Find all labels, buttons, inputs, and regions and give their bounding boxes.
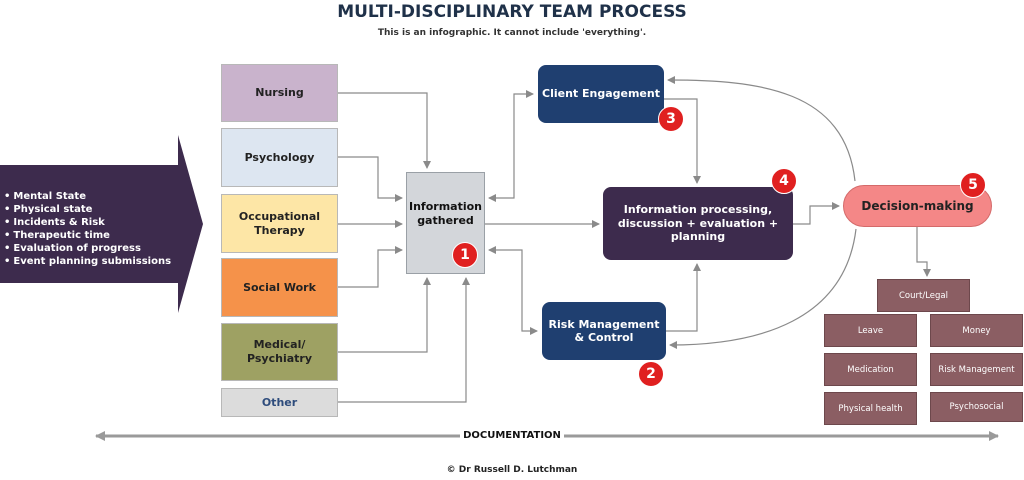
input-item: Therapeutic time xyxy=(4,229,171,242)
link-nursing xyxy=(338,92,431,169)
discipline-label: Social Work xyxy=(243,280,316,294)
discipline-label-line2: Psychiatry xyxy=(247,352,312,365)
outcome-medication: Medication xyxy=(824,353,917,386)
info-label-line1: Information xyxy=(409,199,482,213)
discipline-other: Other xyxy=(221,388,338,417)
input-item: Evaluation of progress xyxy=(4,242,171,255)
input-item: Event planning submissions xyxy=(4,255,171,268)
outcome-psychosocial: Psychosocial xyxy=(930,392,1023,422)
step-badge-1: 1 xyxy=(452,242,478,268)
link-psychology xyxy=(338,156,403,202)
outcome-money: Money xyxy=(930,314,1023,347)
discipline-social-work: Social Work xyxy=(221,258,338,317)
risk-label-line2: & Control xyxy=(574,331,634,344)
proc-label-line3: planning xyxy=(670,230,726,244)
link-decision-risk xyxy=(669,228,857,349)
proc-label-line1: Information processing, xyxy=(623,202,773,216)
discipline-label-line1: Medical/ xyxy=(253,338,306,352)
decision-label: Decision-making xyxy=(861,199,974,213)
link-social-work xyxy=(338,246,403,288)
credit-line: © Dr Russell D. Lutchman xyxy=(446,465,578,475)
outcome-leave: Leave xyxy=(824,314,917,347)
step-badge-4: 4 xyxy=(771,168,797,194)
discipline-label: Nursing xyxy=(255,86,304,100)
discipline-occupational-therapy: Occupational Therapy xyxy=(221,194,338,253)
link-medical xyxy=(338,277,431,353)
link-process-decision xyxy=(793,202,840,225)
discipline-label: Psychology xyxy=(244,150,315,164)
link-info-risk xyxy=(488,246,538,335)
link-risk-process xyxy=(666,263,701,332)
input-list: Mental State Physical state Incidents & … xyxy=(4,190,171,268)
input-item: Mental State xyxy=(4,190,171,203)
outcome-court-legal: Court/Legal xyxy=(877,279,970,312)
diagram-title: MULTI-DISCIPLINARY TEAM PROCESS xyxy=(337,2,687,22)
information-gathered-box: Information gathered xyxy=(406,172,485,274)
link-other xyxy=(338,277,470,403)
documentation-label: DOCUMENTATION xyxy=(460,430,564,441)
link-decision-client xyxy=(667,76,856,182)
input-item: Physical state xyxy=(4,203,171,216)
information-processing-box: Information processing, discussion + eva… xyxy=(603,187,793,260)
link-client-process xyxy=(664,98,701,184)
link-decision-outcomes xyxy=(916,227,931,277)
link-info-client xyxy=(488,90,534,202)
discipline-label-line1: Occupational xyxy=(238,209,321,223)
discipline-psychology: Psychology xyxy=(221,128,338,187)
documentation-label-wrap: DOCUMENTATION xyxy=(0,430,1024,441)
risk-management-box: Risk Management & Control xyxy=(542,302,666,360)
outcome-physical-health: Physical health xyxy=(824,392,917,425)
client-engagement-box: Client Engagement xyxy=(538,65,664,123)
discipline-label-line2: Therapy xyxy=(254,223,305,237)
outcome-risk-management: Risk Management xyxy=(930,353,1023,386)
proc-label-line2: discussion + evaluation + xyxy=(617,216,779,230)
diagram-subtitle: This is an infographic. It cannot includ… xyxy=(377,28,647,38)
step-badge-2: 2 xyxy=(638,361,664,387)
risk-label-line1: Risk Management xyxy=(548,317,660,331)
info-label-line2: gathered xyxy=(417,214,474,227)
input-item: Incidents & Risk xyxy=(4,216,171,229)
step-badge-5: 5 xyxy=(960,172,986,198)
discipline-nursing: Nursing xyxy=(221,64,338,122)
client-label: Client Engagement xyxy=(542,87,660,101)
discipline-medical-psychiatry: Medical/ Psychiatry xyxy=(221,323,338,381)
step-badge-3: 3 xyxy=(658,106,684,132)
discipline-label: Other xyxy=(261,395,298,409)
